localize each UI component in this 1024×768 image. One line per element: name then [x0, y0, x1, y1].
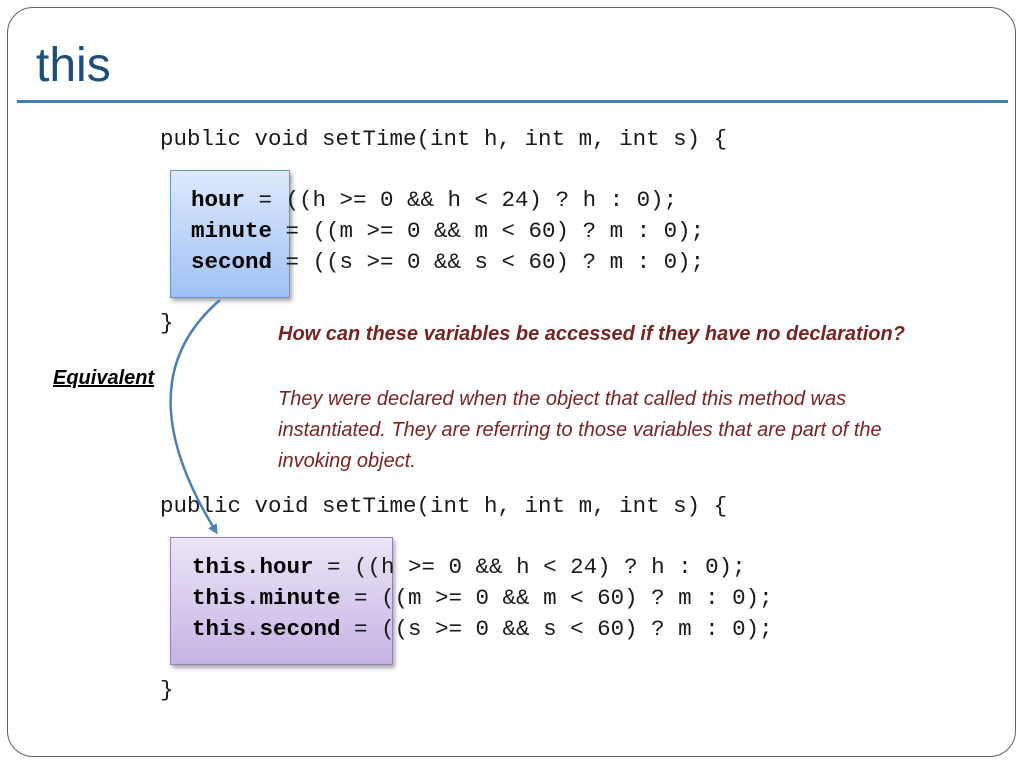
- top-code-line-minute: minute = ((m >= 0 && m < 60) ? m : 0);: [191, 216, 704, 247]
- equivalent-label: Equivalent: [53, 367, 155, 389]
- bottom-closing-brace: }: [160, 677, 174, 703]
- code-expression: = ((m >= 0 && m < 60) ? m : 0);: [272, 218, 705, 244]
- field-name-minute: minute: [191, 218, 273, 244]
- bottom-code-line-minute: this.minute = ((m >= 0 && m < 60) ? m : …: [192, 583, 773, 614]
- code-expression: = ((m >= 0 && m < 60) ? m : 0);: [340, 585, 773, 611]
- code-expression: = ((h >= 0 && h < 24) ? h : 0);: [245, 187, 678, 213]
- code-expression: = ((h >= 0 && h < 24) ? h : 0);: [313, 554, 746, 580]
- answer-line: instantiated. They are referring to thos…: [278, 419, 882, 441]
- question-text: How can these variables be accessed if t…: [278, 323, 905, 345]
- top-code-line-hour: hour = ((h >= 0 && h < 24) ? h : 0);: [191, 185, 677, 216]
- field-name-second: second: [191, 249, 273, 275]
- title-divider: [17, 100, 1008, 103]
- bottom-code-line-hour: this.hour = ((h >= 0 && h < 24) ? h : 0)…: [192, 552, 746, 583]
- top-closing-brace: }: [160, 310, 174, 336]
- field-name-hour: hour: [191, 187, 246, 213]
- this-field-second: this.second: [192, 616, 341, 642]
- answer-text: They were declared when the object that …: [278, 384, 1008, 477]
- answer-line: invoking object.: [278, 450, 416, 472]
- bottom-code-line-second: this.second = ((s >= 0 && s < 60) ? m : …: [192, 614, 773, 645]
- top-code-line-second: second = ((s >= 0 && s < 60) ? m : 0);: [191, 247, 704, 278]
- this-field-hour: this.hour: [192, 554, 314, 580]
- answer-line: They were declared when the object that …: [278, 388, 847, 410]
- code-expression: = ((s >= 0 && s < 60) ? m : 0);: [272, 249, 705, 275]
- code-expression: = ((s >= 0 && s < 60) ? m : 0);: [340, 616, 773, 642]
- top-method-signature: public void setTime(int h, int m, int s)…: [160, 126, 728, 152]
- this-field-minute: this.minute: [192, 585, 341, 611]
- this-field-highlight-box: [170, 537, 393, 665]
- field-highlight-box: [170, 170, 290, 298]
- slide-title: this: [36, 39, 111, 92]
